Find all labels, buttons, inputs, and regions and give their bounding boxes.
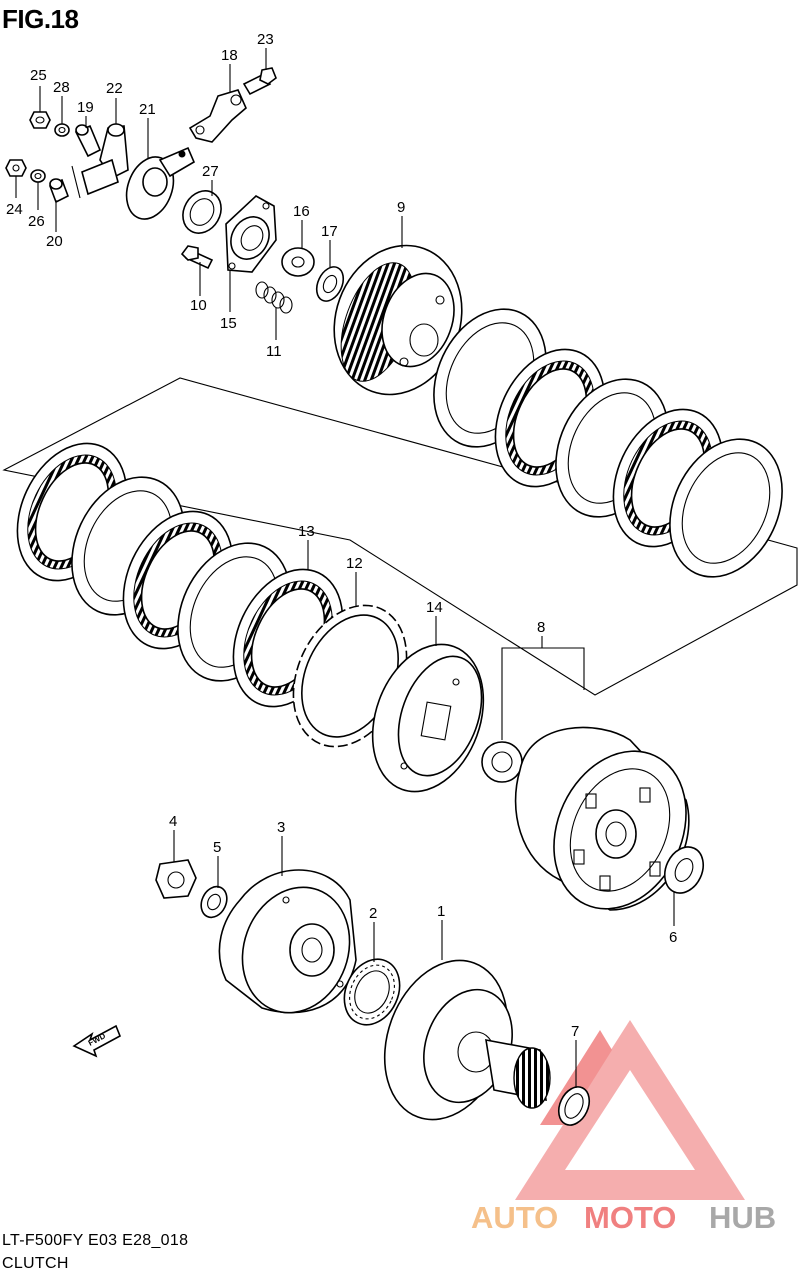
callout-13: 13 — [298, 523, 315, 540]
clutch-plate-stack-upper — [433, 308, 783, 578]
part-6-thrust-washer — [663, 846, 705, 894]
part-19-bolt — [74, 124, 102, 158]
part-20-stud — [48, 178, 70, 204]
callout-14: 14 — [426, 599, 443, 616]
part-5-washer — [200, 885, 228, 919]
callout-28: 28 — [53, 79, 70, 96]
callout-27: 27 — [202, 163, 219, 180]
fwd-arrow-icon: FWD — [72, 1024, 122, 1058]
callout-22: 22 — [106, 80, 123, 97]
part-10-bolt — [180, 245, 214, 270]
part-21-release-cam — [125, 146, 196, 220]
part-28-washer — [54, 123, 70, 137]
callout-19: 19 — [77, 99, 94, 116]
watermark-auto: AUTO — [471, 1200, 558, 1235]
callout-9: 9 — [397, 199, 405, 216]
part-14-clutch-sleeve-hub — [371, 643, 485, 793]
callout-20: 20 — [46, 233, 63, 250]
watermark-logo — [515, 1020, 745, 1200]
callout-15: 15 — [220, 315, 237, 332]
part-2-one-way-bearing — [343, 958, 401, 1026]
watermark-moto: MOTO — [584, 1200, 676, 1235]
section-name: CLUTCH — [2, 1255, 69, 1272]
callout-2: 2 — [369, 905, 377, 922]
part-8-clutch-housing — [481, 726, 690, 911]
part-9-pressure-plate — [333, 244, 463, 396]
part-11-spring — [255, 281, 293, 314]
callout-21: 21 — [139, 101, 156, 118]
clutch-plate-stack-lower — [16, 442, 291, 682]
part-13-drive-plate — [232, 568, 344, 708]
part-15-retainer-plate — [225, 195, 277, 273]
callout-1: 1 — [437, 903, 445, 920]
part-3-clutch-shoe-assembly — [218, 869, 357, 1014]
callout-6: 6 — [669, 929, 677, 946]
callout-8: 8 — [537, 619, 545, 636]
callout-23: 23 — [257, 31, 274, 48]
callout-7: 7 — [571, 1023, 579, 1040]
part-24-nut — [5, 159, 27, 177]
plate-set-boundary — [2, 377, 798, 696]
part-25-nut — [29, 111, 51, 129]
callout-16: 16 — [293, 203, 310, 220]
callout-3: 3 — [277, 819, 285, 836]
part-4-nut — [155, 859, 197, 899]
part-27-bearing — [182, 190, 222, 234]
callout-18: 18 — [221, 47, 238, 64]
part-18-release-arm — [188, 89, 247, 143]
part-22-holder — [71, 123, 129, 199]
part-1-clutch-drum — [383, 959, 551, 1121]
callout-25: 25 — [30, 67, 47, 84]
callout-24: 24 — [6, 201, 23, 218]
callout-4: 4 — [169, 813, 177, 830]
part-7-o-ring — [557, 1086, 591, 1126]
part-26-washer — [30, 169, 46, 183]
callout-17: 17 — [321, 223, 338, 240]
watermark-hub: HUB — [709, 1200, 776, 1235]
callout-5: 5 — [213, 839, 221, 856]
leader-lines — [15, 48, 675, 1088]
callout-labels: 25 28 19 22 21 18 23 24 26 20 27 10 15 1… — [6, 31, 677, 1040]
callout-10: 10 — [190, 297, 207, 314]
watermark-wordmark: AUTO MOTO HUB — [471, 1200, 776, 1235]
model-code: LT-F500FY E03 E28_018 — [2, 1232, 189, 1249]
part-23-bolt — [242, 67, 277, 96]
figure-title: FIG.18 — [2, 4, 79, 34]
callout-26: 26 — [28, 213, 45, 230]
callout-12: 12 — [346, 555, 363, 572]
callout-11: 11 — [266, 343, 282, 360]
part-17-washer — [315, 266, 345, 302]
part-16-nut — [281, 247, 315, 277]
